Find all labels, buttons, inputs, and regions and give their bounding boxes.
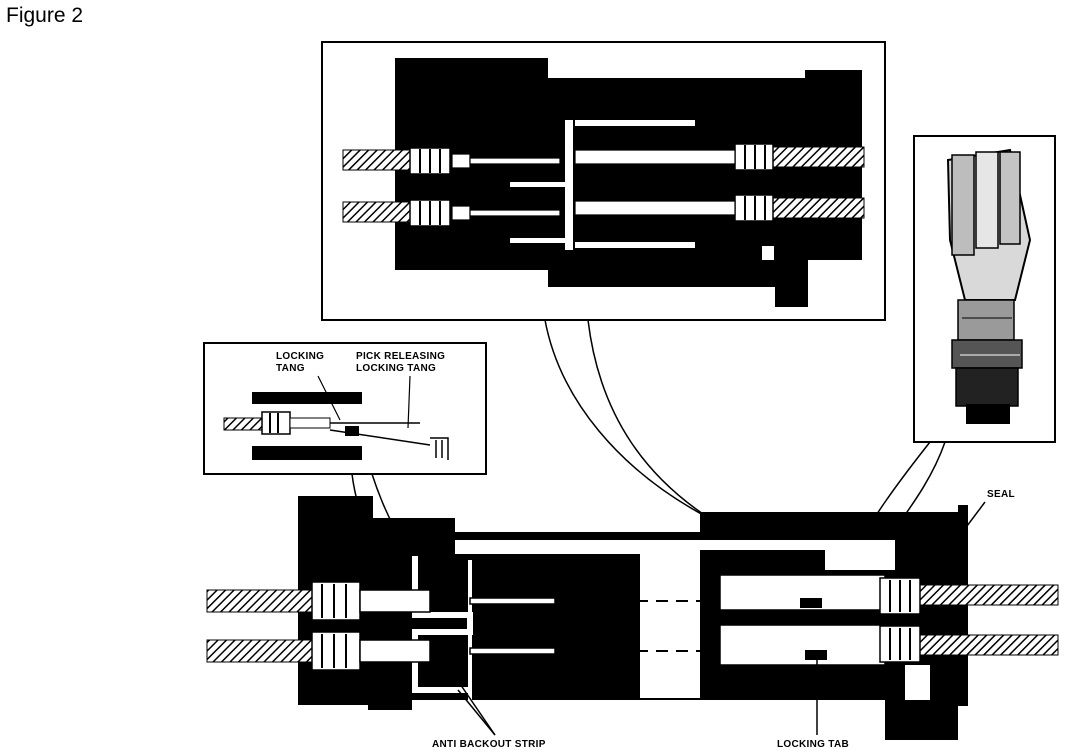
label-locking-tang: LOCKING TANG (276, 351, 325, 374)
locking-tang-callout (203, 342, 487, 475)
label-leaders (444, 501, 986, 736)
label-pick-releasing-locking-tang: PICK RELEASING LOCKING TANG (356, 351, 446, 374)
main-connector-assembly (206, 496, 1059, 740)
connector-photo-callout (913, 135, 1056, 443)
top-detail-callout (321, 41, 886, 321)
label-seal: SEAL (987, 489, 1015, 500)
figure-title: Figure 2 (6, 4, 84, 27)
label-anti-backout-strip: ANTI BACKOUT STRIP (432, 739, 546, 750)
label-locking-tab: LOCKING TAB (777, 739, 849, 750)
